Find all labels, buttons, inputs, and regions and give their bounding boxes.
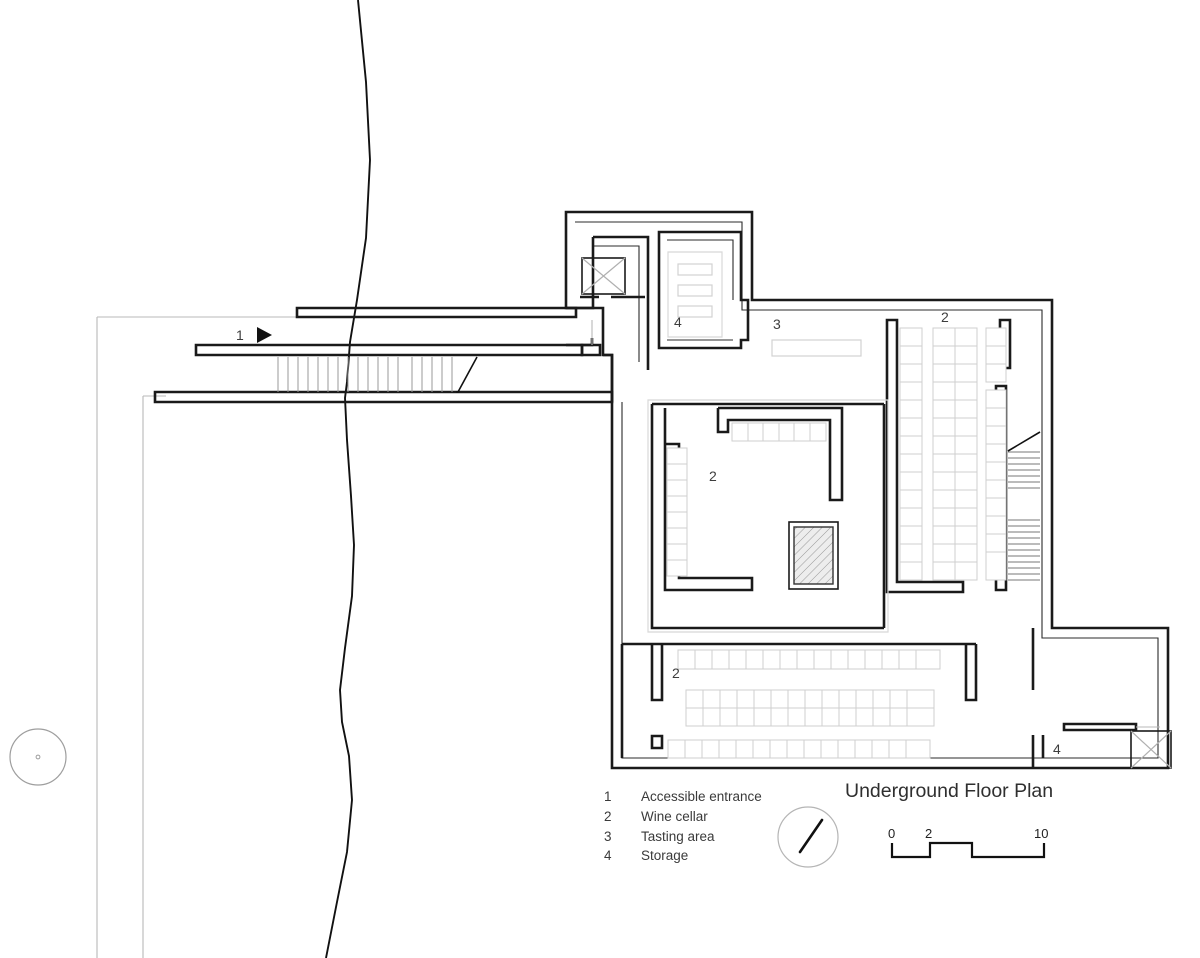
entrance-marker-1: 1 [236, 327, 272, 343]
tasting-table [771, 339, 862, 357]
site-context [9, 0, 574, 958]
room-wine-cellar-east: 2 [885, 309, 1041, 594]
storage-shelf-zone [667, 251, 723, 338]
scale-tick-0: 0 [888, 826, 895, 841]
core-corridor-wall-inner [593, 245, 640, 362]
shaft-lower [1130, 730, 1172, 769]
wine-rack-row [685, 689, 935, 727]
elevator-shaft [581, 257, 626, 295]
cellar-south-wall-east-return [964, 644, 978, 702]
legend-num-3: 3 [604, 829, 612, 844]
north-arrow [777, 806, 839, 868]
wine-rack-column [899, 327, 923, 581]
room-number-4-upper: 4 [674, 314, 682, 330]
north-arrow-needle-icon [798, 818, 824, 854]
wine-rack-column [985, 327, 1007, 383]
ramp-break-line [456, 356, 478, 393]
scale-tick-2: 2 [925, 826, 932, 841]
room-storage-upper: 4 [657, 230, 750, 350]
storage-upper-wall-inner [667, 239, 734, 341]
drawing-title: Underground Floor Plan [845, 780, 1053, 802]
cellar-south-pier [650, 734, 664, 750]
room-number-1: 1 [236, 327, 244, 343]
cellar-east-partition-west [885, 318, 965, 594]
storage-shelf [677, 305, 713, 318]
room-wine-cellar-south: 2 [620, 642, 978, 759]
scale-tick-10: 10 [1034, 826, 1048, 841]
ramp-edge-extension [580, 343, 602, 357]
scale-bar-graphic [890, 841, 1046, 859]
accessible-entrance-arrow-icon [257, 327, 272, 343]
core-corridor-wall [593, 235, 650, 370]
cellar-central-inner-wall-north [716, 406, 844, 502]
storage-shelf [677, 263, 713, 276]
structural-column-hatched [793, 526, 834, 585]
core-west-wall [566, 237, 595, 310]
scale-bar: 0 2 10 [888, 826, 1048, 859]
terrain-contour-line [325, 0, 371, 958]
room-tasting-area: 3 [771, 316, 862, 357]
room-number-4-lower: 4 [1053, 741, 1061, 757]
legend: 1 Accessible entrance 2 Wine cellar 3 Ta… [604, 789, 762, 863]
building-outer-wall [564, 210, 1170, 770]
legend-label-4: Storage [641, 848, 688, 863]
entrance-ramp-treads [277, 357, 453, 392]
room-number-3: 3 [773, 316, 781, 332]
cellar-south-wall-west-return [650, 644, 664, 702]
legend-num-4: 4 [604, 848, 612, 863]
legend-num-1: 1 [604, 789, 612, 804]
room-wine-cellar-central: 2 [647, 399, 889, 633]
cellar-central-wall-west-south [650, 404, 884, 630]
wine-rack-row [731, 422, 827, 442]
stair-break-line [1007, 431, 1041, 452]
wine-rack-column [932, 327, 978, 581]
room-number-2-east: 2 [941, 309, 949, 325]
wine-rack-column [666, 447, 688, 577]
north-arrow-circle [777, 806, 839, 868]
room-number-2-south: 2 [672, 665, 680, 681]
cellar-central-inner-wall-west [663, 408, 754, 592]
shaft-x-icon [1130, 730, 1172, 769]
tree-symbol [9, 728, 67, 786]
shaft-x-icon [581, 257, 626, 295]
tree-center-dot [35, 754, 41, 760]
legend-label-1: Accessible entrance [641, 789, 762, 804]
cellar-central-boundary [647, 399, 889, 633]
legend-num-2: 2 [604, 809, 612, 824]
wine-rack-row [677, 649, 941, 670]
storage-lower-bench [1062, 722, 1138, 732]
room-storage-lower: 4 [1031, 628, 1172, 769]
legend-label-3: Tasting area [641, 829, 715, 844]
storage-shelf [677, 284, 713, 297]
service-core-upper [566, 235, 650, 370]
structural-column-frame [788, 521, 839, 590]
wine-rack-row [667, 739, 931, 759]
storage-upper-wall [657, 230, 750, 350]
room-number-2-central: 2 [709, 468, 717, 484]
legend-label-2: Wine cellar [641, 809, 708, 824]
terrace-upper-slab [295, 306, 578, 319]
wine-rack-column [985, 389, 1007, 581]
stair-east [1007, 431, 1041, 581]
